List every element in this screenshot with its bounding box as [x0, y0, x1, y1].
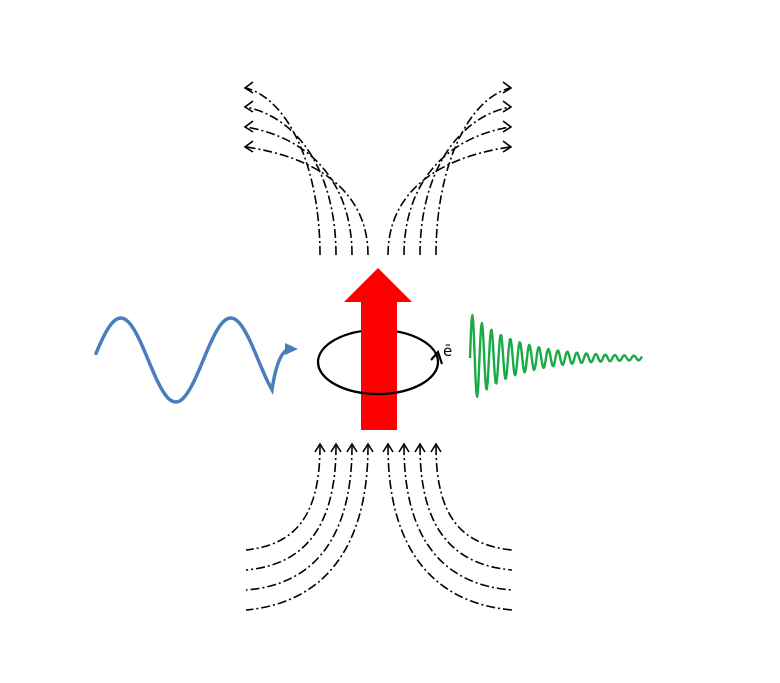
arrowhead-icon — [346, 442, 358, 453]
orbit-direction-arrowhead-icon — [430, 349, 444, 365]
field-line-upper-right-1 — [387, 146, 511, 256]
arrowhead-icon — [502, 120, 513, 133]
orbit-front — [316, 349, 444, 396]
arrowhead-icon — [502, 81, 513, 94]
upper-field-lines — [243, 81, 513, 256]
field-line-lower-left-2 — [245, 445, 337, 571]
arrowhead-icon — [414, 442, 426, 453]
field-line-upper-left-2 — [245, 106, 337, 256]
arrowhead-icon — [362, 442, 374, 453]
incident-wave-arrowhead — [285, 343, 298, 355]
arrowhead-icon — [330, 442, 342, 453]
field-line-lower-right-4 — [435, 445, 513, 551]
electron-label: ē — [443, 342, 452, 360]
field-line-upper-right-2 — [403, 126, 511, 256]
field-line-lower-right-2 — [403, 445, 513, 591]
field-line-upper-left-3 — [245, 126, 353, 256]
arrowhead-icon — [243, 100, 254, 113]
arrowhead-icon — [502, 140, 513, 153]
incident-wave — [94, 316, 292, 404]
field-line-upper-left-4 — [245, 146, 369, 256]
magnetic-moment-arrow — [344, 268, 412, 430]
decaying-oscillation-icon — [468, 313, 643, 398]
lower-field-lines — [245, 442, 513, 611]
field-line-lower-right-3 — [419, 445, 513, 571]
field-line-lower-left-1 — [245, 445, 321, 551]
field-line-upper-right-4 — [435, 87, 511, 256]
arrowhead-icon — [398, 442, 410, 453]
up-arrow-icon — [344, 268, 412, 430]
arrowhead-icon — [243, 140, 254, 153]
field-line-lower-right-1 — [387, 445, 513, 611]
arrowhead-icon — [243, 81, 254, 94]
electron-orbit-front — [316, 361, 440, 396]
field-line-lower-left-4 — [245, 445, 369, 611]
arrowhead-icon — [430, 442, 442, 453]
emitted-signal — [468, 313, 643, 398]
arrowhead-icon — [502, 100, 513, 113]
arrowhead-icon — [382, 442, 394, 453]
sine-wave-arrow-icon — [94, 316, 298, 404]
arrowhead-icon — [243, 120, 254, 133]
field-line-upper-left-1 — [245, 87, 321, 256]
field-line-upper-right-3 — [419, 106, 511, 256]
field-line-lower-left-3 — [245, 445, 353, 591]
arrowhead-icon — [314, 442, 326, 453]
